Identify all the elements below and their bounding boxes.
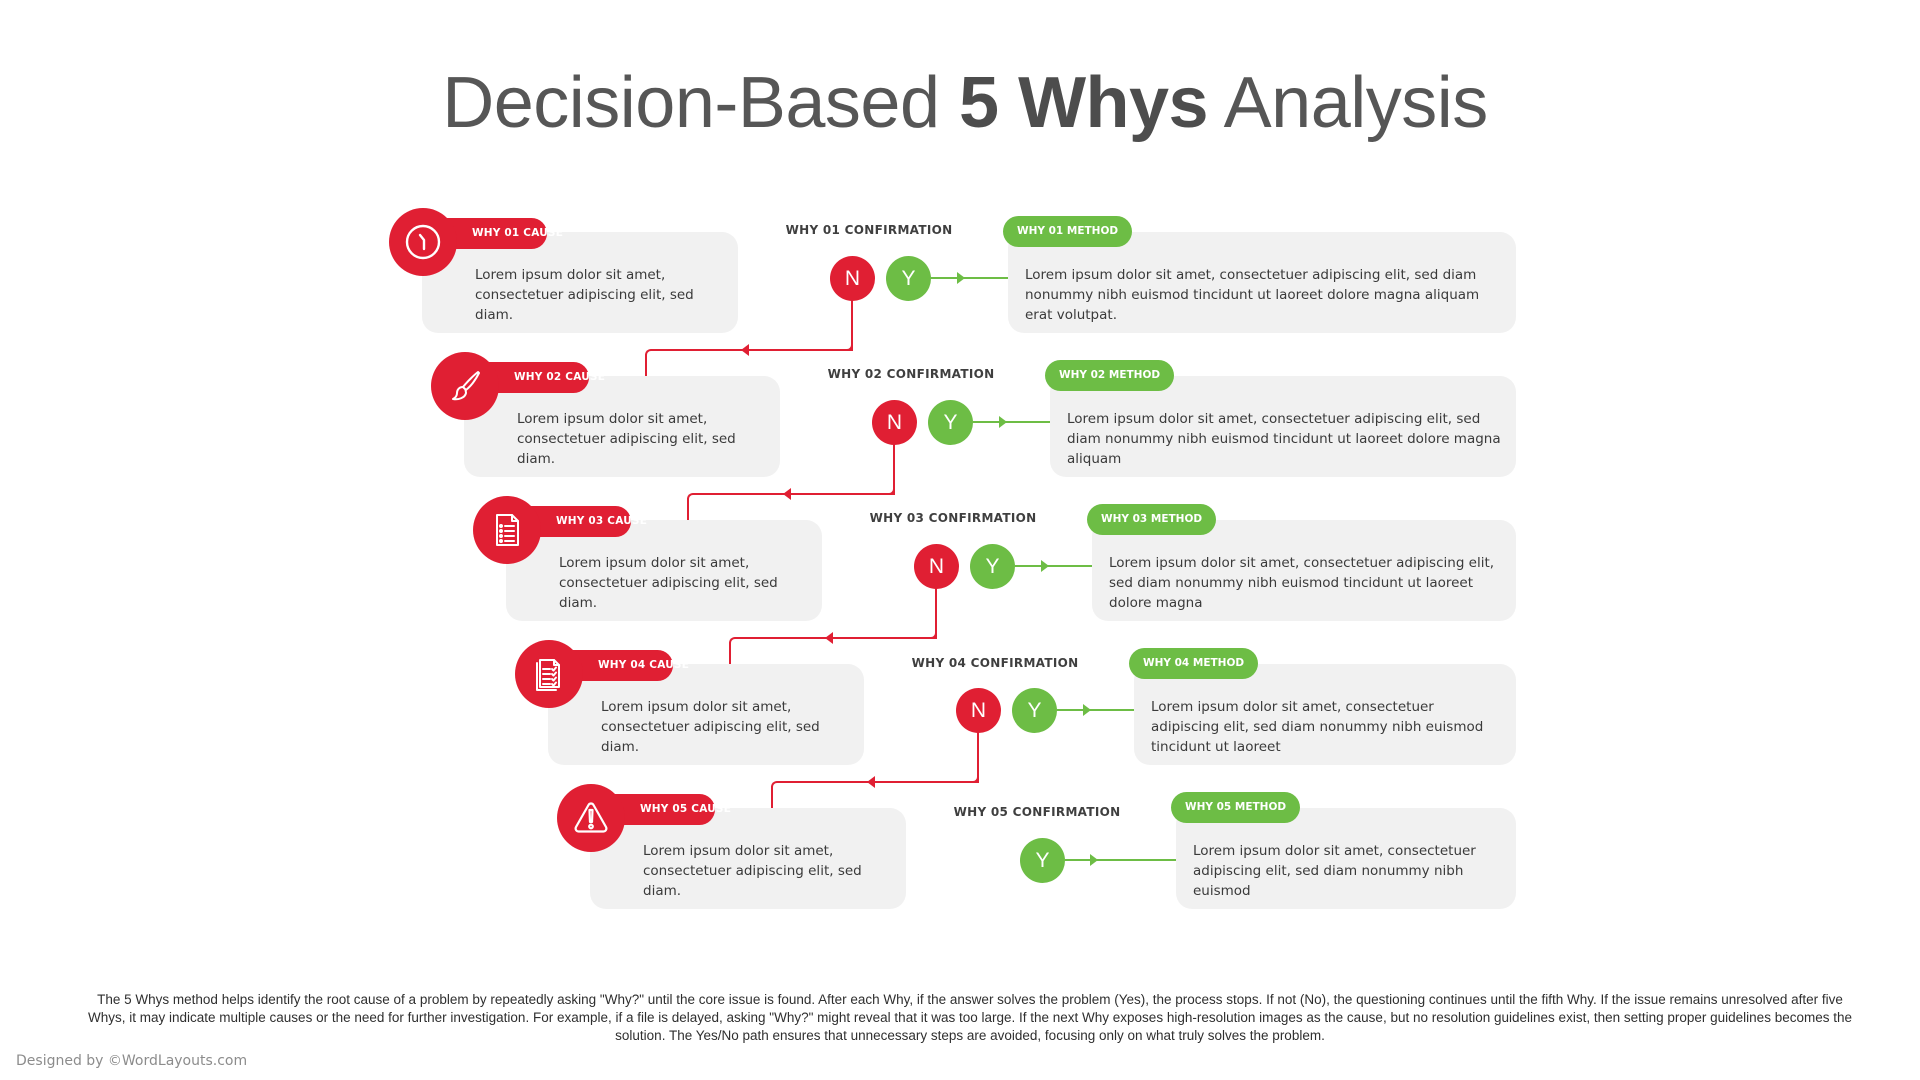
title-part-3: Analysis	[1208, 63, 1489, 143]
no-node-2[interactable]: N	[872, 400, 917, 445]
confirmation-label-1: WHY 01 CONFIRMATION	[785, 223, 953, 237]
no-connector-route-1	[645, 349, 853, 376]
yes-connector-5	[1065, 859, 1176, 861]
method-card-1: Lorem ipsum dolor sit amet, consectetuer…	[1008, 232, 1516, 333]
method-text-1: Lorem ipsum dolor sit amet, consectetuer…	[1025, 267, 1480, 323]
yes-node-1[interactable]: Y	[886, 256, 931, 301]
method-card-5: Lorem ipsum dolor sit amet, consectetuer…	[1176, 808, 1516, 909]
no-connector-corner-2	[887, 487, 895, 495]
cause-label-4: WHY 04 CAUSE	[573, 650, 689, 681]
method-text-3: Lorem ipsum dolor sit amet, consectetuer…	[1109, 555, 1495, 611]
yes-connector-3	[1015, 565, 1092, 567]
cause-text-5: Lorem ipsum dolor sit amet, consectetuer…	[643, 843, 862, 899]
cause-text-3: Lorem ipsum dolor sit amet, consectetuer…	[559, 555, 778, 611]
no-arrow-icon-3	[825, 632, 833, 644]
no-node-3[interactable]: N	[914, 544, 959, 589]
yes-arrow-icon-5	[1090, 854, 1098, 866]
cause-text-2: Lorem ipsum dolor sit amet, consectetuer…	[517, 411, 736, 467]
no-arrow-icon-4	[867, 776, 875, 788]
confirmation-label-4: WHY 04 CONFIRMATION	[911, 656, 1079, 670]
checklist-icon	[515, 640, 583, 708]
yes-connector-1	[931, 277, 1008, 279]
no-connector-vertical-4	[977, 732, 979, 783]
no-connector-corner-3	[929, 631, 937, 639]
no-connector-vertical-1	[851, 300, 853, 351]
method-label-2: WHY 02 METHOD	[1045, 360, 1175, 391]
confirmation-label-5: WHY 05 CONFIRMATION	[953, 805, 1121, 819]
no-node-1[interactable]: N	[830, 256, 875, 301]
method-text-2: Lorem ipsum dolor sit amet, consectetuer…	[1067, 411, 1501, 467]
no-connector-corner-4	[971, 775, 979, 783]
title-part-2-bold: 5 Whys	[959, 63, 1209, 143]
method-label-5: WHY 05 METHOD	[1171, 792, 1301, 823]
cause-label-5: WHY 05 CAUSE	[615, 794, 731, 825]
no-connector-route-4	[771, 781, 979, 808]
no-arrow-icon-1	[741, 344, 749, 356]
yes-arrow-icon-4	[1083, 704, 1091, 716]
no-connector-vertical-3	[935, 588, 937, 639]
no-arrow-icon-2	[783, 488, 791, 500]
yes-arrow-icon-3	[1041, 560, 1049, 572]
title-part-1: Decision-Based	[442, 63, 960, 143]
yes-node-5[interactable]: Y	[1020, 838, 1065, 883]
yes-node-2[interactable]: Y	[928, 400, 973, 445]
confirmation-label-2: WHY 02 CONFIRMATION	[827, 367, 995, 381]
yes-connector-4	[1057, 709, 1134, 711]
yes-node-4[interactable]: Y	[1012, 688, 1057, 733]
clock-icon	[389, 208, 457, 276]
warning-icon	[557, 784, 625, 852]
method-label-1: WHY 01 METHOD	[1003, 216, 1133, 247]
no-connector-route-3	[729, 637, 937, 664]
cause-text-4: Lorem ipsum dolor sit amet, consectetuer…	[601, 699, 820, 755]
cause-label-1: WHY 01 CAUSE	[447, 218, 563, 249]
yes-node-3[interactable]: Y	[970, 544, 1015, 589]
description-text: The 5 Whys method helps identify the roo…	[87, 992, 1852, 1043]
no-connector-vertical-2	[893, 444, 895, 495]
yes-arrow-icon-1	[957, 272, 965, 284]
cause-card-3: Lorem ipsum dolor sit amet, consectetuer…	[506, 520, 822, 621]
cause-card-1: Lorem ipsum dolor sit amet, consectetuer…	[422, 232, 738, 333]
page-title: Decision-Based 5 Whys Analysis	[0, 62, 1920, 144]
yes-connector-2	[973, 421, 1050, 423]
designer-credit: Designed by ©WordLayouts.com	[16, 1053, 248, 1069]
yes-arrow-icon-2	[999, 416, 1007, 428]
method-text-4: Lorem ipsum dolor sit amet, consectetuer…	[1151, 699, 1484, 755]
method-text-5: Lorem ipsum dolor sit amet, consectetuer…	[1193, 843, 1476, 899]
method-label-3: WHY 03 METHOD	[1087, 504, 1217, 535]
method-card-4: Lorem ipsum dolor sit amet, consectetuer…	[1134, 664, 1516, 765]
no-connector-corner-1	[845, 343, 853, 351]
paintbrush-icon	[431, 352, 499, 420]
cause-text-1: Lorem ipsum dolor sit amet, consectetuer…	[475, 267, 694, 323]
method-card-2: Lorem ipsum dolor sit amet, consectetuer…	[1050, 376, 1516, 477]
no-node-4[interactable]: N	[956, 688, 1001, 733]
cause-label-2: WHY 02 CAUSE	[489, 362, 605, 393]
no-connector-route-2	[687, 493, 895, 520]
confirmation-label-3: WHY 03 CONFIRMATION	[869, 511, 1037, 525]
cause-label-3: WHY 03 CAUSE	[531, 506, 647, 537]
method-label-4: WHY 04 METHOD	[1129, 648, 1259, 679]
document-list-icon	[473, 496, 541, 564]
method-card-3: Lorem ipsum dolor sit amet, consectetuer…	[1092, 520, 1516, 621]
